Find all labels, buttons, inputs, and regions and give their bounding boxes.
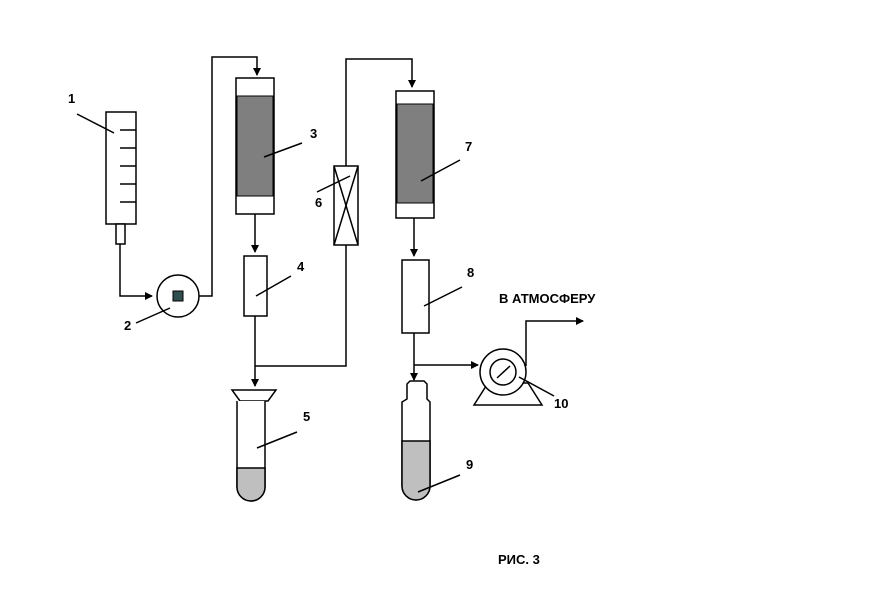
filter-to-column-line [345,58,416,166]
receiver-1 [230,389,278,502]
filter-element [333,165,359,246]
exhaust-line [525,317,584,366]
pump-to-column-line [199,56,261,297]
label-2: 2 [124,318,131,333]
label-3: 3 [310,126,317,141]
label-6: 6 [315,195,322,210]
outlet-label: В АТМОСФЕРУ [499,291,596,306]
feed-line [119,244,153,300]
label-7: 7 [465,139,472,154]
receiver-2 [401,380,431,501]
label-5: 5 [303,409,310,424]
leader-lines [76,113,555,493]
reactor-column-1 [235,77,275,215]
condenser-2 [401,259,430,334]
figure-caption: РИС. 3 [498,552,540,567]
reactor-column-2 [395,90,435,219]
condenser-1 [243,255,268,317]
gas-line-to-filter [255,245,347,367]
vacuum-pump [472,348,544,406]
label-10: 10 [554,396,568,411]
label-1: 1 [68,91,75,106]
label-9: 9 [466,457,473,472]
label-4: 4 [297,259,305,274]
label-8: 8 [467,265,474,280]
